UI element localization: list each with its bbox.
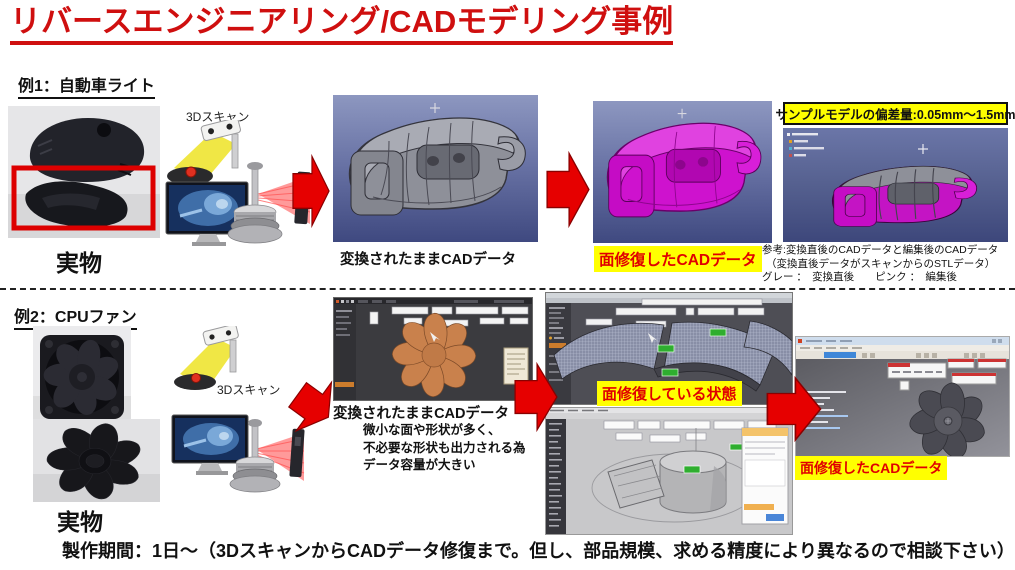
fan-blades-photo <box>33 419 160 502</box>
flow-arrow-icon <box>278 368 348 443</box>
data-size-note-line: 不必要な形状も出力される為 <box>363 440 526 455</box>
reference-notes: 参考:変換直後のCADデータと編集後のCADデータ （変換直後データがスキャンか… <box>762 244 998 285</box>
example1-converted-caption: 変換されたままCADデータ <box>340 252 516 268</box>
repaired-fan-screenshot <box>795 336 1010 457</box>
example2-repaired-caption: 面修復したCADデータ <box>795 456 948 480</box>
example2-scan-label: 3Dスキャン <box>217 383 281 397</box>
scan-illustration <box>170 411 308 503</box>
data-size-note: 微小な面や形状が多く、 不必要な形状も出力される為 データ容量が大きい <box>363 422 526 475</box>
cylinder-model <box>659 450 727 514</box>
page-title: リバースエンジニアリング/CADモデリング事例 <box>10 4 674 45</box>
dialog-panel <box>741 427 789 525</box>
plate-model <box>607 459 665 509</box>
scan-illustration <box>162 120 314 256</box>
annotation-labels <box>657 328 727 377</box>
flow-arrow-icon <box>766 376 822 442</box>
scan-illustration <box>168 326 248 400</box>
converted-cad-image <box>333 95 538 242</box>
example1-heading: 例1：自動車ライト <box>18 72 155 99</box>
scanner-icon <box>174 326 239 390</box>
monitor-icon <box>171 414 249 475</box>
tree-panel <box>546 419 566 534</box>
production-period-note: 製作期間：1日～（3DスキャンからCADデータ修復まで。但し、部品規模、求める精… <box>62 541 1015 561</box>
scanner-icon <box>167 120 241 185</box>
tree-panel <box>334 304 356 400</box>
reference-note-line: （変換直後データがスキャンからのSTLデータ） <box>766 257 996 270</box>
flow-arrow-icon <box>292 154 330 228</box>
toolbar-icons <box>336 300 524 303</box>
flow-arrow-icon <box>546 151 590 228</box>
example1-real-caption: 実物 <box>56 250 102 276</box>
turntable-icon <box>227 162 283 244</box>
orange-fan-model <box>388 309 480 400</box>
cursor-icon <box>648 333 658 343</box>
data-size-note-line: データ容量が大きい <box>363 458 476 472</box>
example2-repairing-caption: 面修復している状態 <box>597 381 742 406</box>
car-light-photo-image <box>8 106 160 238</box>
data-size-note-line: 微小な面や形状が多く、 <box>363 423 501 437</box>
feature-tree <box>787 133 824 157</box>
highlight-box <box>11 165 156 231</box>
reference-note-line: 参考:変換直後のCADデータと編集後のCADデータ <box>762 244 999 256</box>
cursor-icon <box>430 332 440 342</box>
comparison-cad-screenshot <box>783 128 1008 242</box>
reference-note-line: グレー ： 変換直後 ピンク ： 編集後 <box>762 271 957 283</box>
selected-dropdown <box>824 352 856 358</box>
repaired-cad-image <box>593 101 772 243</box>
mesh-software-screenshot <box>333 297 533 401</box>
section-divider <box>0 288 1015 290</box>
solid-software-screenshot <box>545 407 793 535</box>
mesh-blades <box>553 320 792 392</box>
part-holder-icon <box>289 428 305 478</box>
car-light-photo <box>8 106 160 238</box>
cpu-fan-photo <box>33 326 131 426</box>
example1-repaired-caption: 面修復したCADデータ <box>594 246 762 272</box>
fan-cad-model <box>906 379 989 456</box>
example2-converted-caption: 変換されたままCADデータ <box>333 406 509 422</box>
flow-arrow-icon <box>514 362 558 432</box>
deviation-banner: サンプルモデルの偏差量:0.05mm～1.5mm <box>776 102 1015 125</box>
example2-real-caption: 実物 <box>57 509 103 535</box>
toolbar-chips <box>369 306 529 327</box>
turntable-icon <box>229 419 281 493</box>
floating-toolbars <box>887 358 1007 391</box>
